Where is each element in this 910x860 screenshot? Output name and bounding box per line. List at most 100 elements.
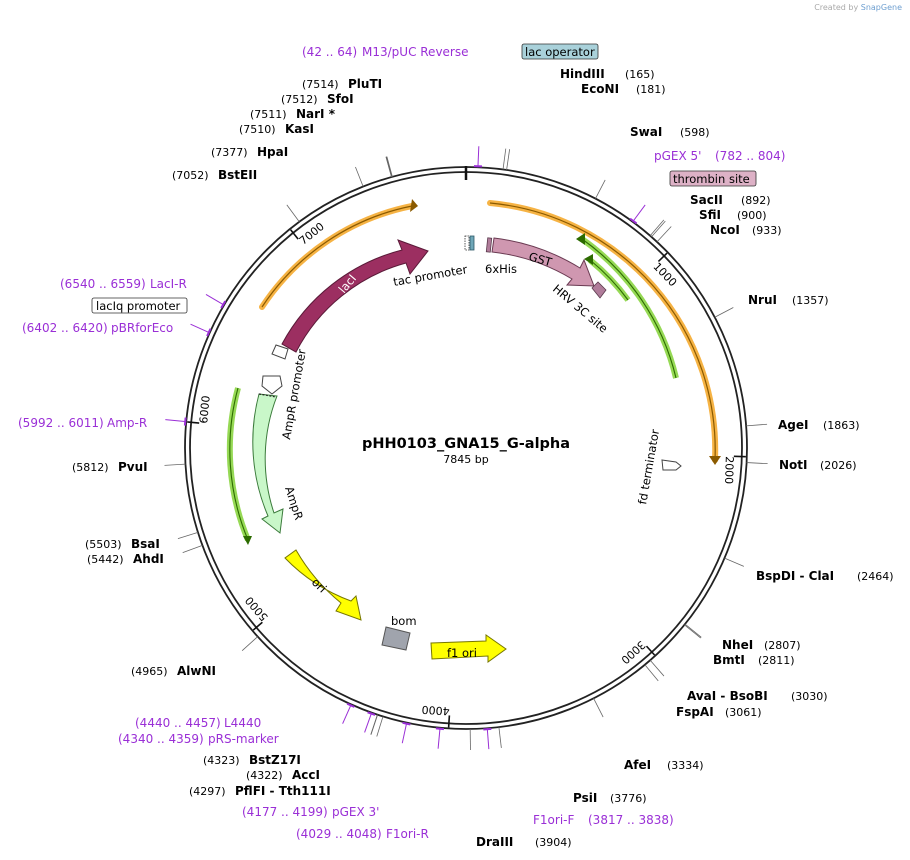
enzyme-pos: (7377) xyxy=(211,146,248,159)
primer-range: (6540 .. 6559) xyxy=(60,277,146,291)
enzyme-label[interactable]: AgeI xyxy=(778,418,808,432)
primer-name[interactable]: pGEX 3' xyxy=(332,805,379,819)
primer-mark xyxy=(183,417,187,426)
feature-ampr-promoter: AmpR promoter xyxy=(261,348,309,441)
primer-leader xyxy=(190,323,210,334)
enzyme-label[interactable]: SfiI xyxy=(699,208,721,222)
enzyme-pos: (4323) xyxy=(203,754,240,767)
enzyme-label[interactable]: AvaI - BsoBI xyxy=(687,689,768,703)
enzyme-label[interactable]: AlwNI xyxy=(177,664,216,678)
enzyme-pos: (7514) xyxy=(302,78,339,91)
tick-mark xyxy=(252,621,263,631)
enzyme-label[interactable]: EcoNI xyxy=(581,82,619,96)
enzyme-pos: (2811) xyxy=(758,654,795,667)
enzyme-pos: (933) xyxy=(752,224,782,237)
enzyme-label[interactable]: NcoI xyxy=(710,223,740,237)
thrombin-site-label[interactable]: thrombin site xyxy=(669,170,757,187)
primer-mark xyxy=(220,300,227,309)
enzyme-label[interactable]: SfoI xyxy=(327,92,354,106)
primer-range: (4440 .. 4457) xyxy=(135,716,221,730)
feature-f1-ori[interactable]: f1 ori xyxy=(430,634,507,663)
feature-gst[interactable]: GST xyxy=(491,237,595,287)
feature-hrv-3c: HRV 3C site xyxy=(550,281,611,336)
enzyme-pos: (1357) xyxy=(792,294,829,307)
enzyme-pos: (4322) xyxy=(246,769,283,782)
enzyme-label[interactable]: DraIII xyxy=(476,835,513,849)
lac-operator-label[interactable]: lac operator xyxy=(521,43,599,60)
primer-name[interactable]: L4440 xyxy=(224,716,261,730)
enzyme-leader xyxy=(386,156,393,177)
enzyme-pos: (598) xyxy=(680,126,710,139)
primer-labels: (42 .. 64) M13/pUC Reverse pGEX 5' (782 … xyxy=(18,45,785,841)
green-arc-1 xyxy=(576,233,679,379)
feature-bom: bom xyxy=(381,614,417,651)
lacIq-promoter-arrow xyxy=(271,344,289,360)
enzyme-label[interactable]: PflFI - Tth111I xyxy=(235,784,331,798)
enzyme-label[interactable]: BstEII xyxy=(218,168,257,182)
enzyme-leader xyxy=(649,659,665,677)
enzyme-label[interactable]: PluTI xyxy=(348,77,382,91)
enzyme-pos: (2026) xyxy=(820,459,857,472)
tick-mark xyxy=(645,645,656,656)
enzyme-label[interactable]: HpaI xyxy=(257,145,288,159)
enzyme-leader xyxy=(241,636,258,652)
primer-mark xyxy=(206,328,212,337)
primer-name[interactable]: pBRforEco xyxy=(111,321,173,335)
primer-range: (42 .. 64) xyxy=(302,45,357,59)
svg-text:thrombin site: thrombin site xyxy=(673,172,750,186)
primer-name[interactable]: F1ori-F xyxy=(533,813,574,827)
enzyme-label[interactable]: PsiI xyxy=(573,791,597,805)
enzyme-label[interactable]: SwaI xyxy=(630,125,662,139)
primer-mark xyxy=(367,711,376,716)
feature-ampr[interactable]: AmpR xyxy=(252,393,306,534)
enzyme-label[interactable]: AfeI xyxy=(624,758,651,772)
enzyme-label[interactable]: NheI xyxy=(722,638,753,652)
enzyme-label[interactable]: BstZ17I xyxy=(249,753,301,767)
primer-range: (782 .. 804) xyxy=(715,149,785,163)
primer-range: (4177 .. 4199) xyxy=(242,805,328,819)
enzyme-pos: (4965) xyxy=(131,665,168,678)
enzyme-label[interactable]: KasI xyxy=(285,122,314,136)
enzyme-leader xyxy=(164,463,186,466)
enzyme-label[interactable]: NotI xyxy=(779,458,808,472)
primer-mark xyxy=(346,702,355,708)
enzyme-leader xyxy=(724,557,745,567)
primer-name[interactable]: pRS-marker xyxy=(208,732,279,746)
tick-label: 2000 xyxy=(722,456,736,484)
enzyme-label[interactable]: FspAI xyxy=(676,705,714,719)
feature-label-fd-terminator: fd terminator xyxy=(635,428,662,506)
enzyme-leader xyxy=(370,714,378,735)
enzyme-label[interactable]: NarI * xyxy=(296,107,336,121)
primer-name[interactable]: F1ori-R xyxy=(386,827,429,841)
enzyme-leader xyxy=(355,166,364,187)
enzyme-label[interactable]: BspDI - ClaI xyxy=(756,569,834,583)
enzyme-leader xyxy=(651,220,666,238)
primer-name[interactable]: M13/pUC Reverse xyxy=(362,45,469,59)
enzyme-label[interactable]: NruI xyxy=(748,293,777,307)
tick-mark xyxy=(290,229,299,240)
enzyme-pos: (5442) xyxy=(87,553,124,566)
primer-name[interactable]: Amp-R xyxy=(107,416,147,430)
plasmid-name: pHH0103_GNA15_G-alpha xyxy=(362,436,570,452)
enzyme-leader xyxy=(506,149,511,171)
primer-leader xyxy=(486,728,490,750)
enzyme-label[interactable]: BsaI xyxy=(131,537,160,551)
lacIq-promoter-label[interactable]: lacIq promoter xyxy=(91,297,188,314)
enzyme-label[interactable]: BmtI xyxy=(713,653,745,667)
primer-leader xyxy=(632,204,646,223)
primer-leader xyxy=(364,712,373,733)
primer-name[interactable]: pGEX 5' xyxy=(654,149,701,163)
enzyme-label[interactable]: AhdI xyxy=(133,552,164,566)
enzyme-leader xyxy=(593,698,604,718)
enzyme-label[interactable]: PvuI xyxy=(118,460,148,474)
primer-mark xyxy=(402,721,411,726)
primer-name[interactable]: LacI-R xyxy=(150,277,187,291)
primer-leader xyxy=(477,146,480,168)
enzyme-label[interactable]: AccI xyxy=(292,768,320,782)
enzyme-label[interactable]: HindIII xyxy=(560,67,605,81)
tick-mark xyxy=(657,252,668,263)
feature-ori[interactable]: ori xyxy=(284,549,362,621)
enzyme-label[interactable]: SacII xyxy=(690,193,723,207)
enzyme-pos: (3030) xyxy=(791,690,828,703)
